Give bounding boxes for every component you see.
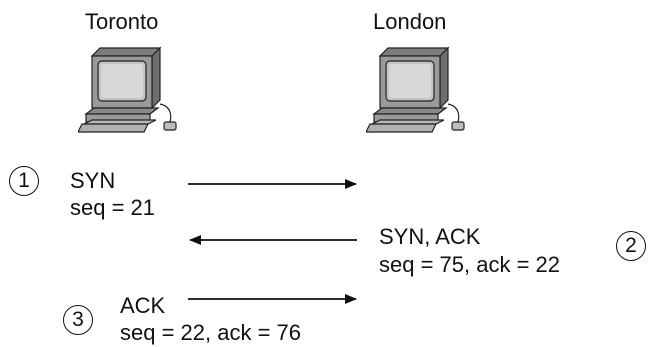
step-1-detail: seq = 21 (70, 195, 156, 220)
host-label-london: London (373, 9, 447, 34)
step-2-label: SYN, ACK (379, 224, 481, 249)
host-label-toronto: Toronto (85, 9, 159, 34)
step-2-detail: seq = 75, ack = 22 (379, 252, 561, 277)
step-1-label: SYN (70, 168, 116, 193)
step-2-number: 2 (616, 231, 646, 261)
step-3-detail: seq = 22, ack = 76 (120, 320, 302, 345)
step-3-number: 3 (63, 305, 93, 335)
desktop-computer-icon (366, 46, 465, 133)
desktop-computer-icon (78, 46, 177, 133)
step-1-number: 1 (9, 166, 39, 196)
step-3-label: ACK (120, 293, 166, 318)
